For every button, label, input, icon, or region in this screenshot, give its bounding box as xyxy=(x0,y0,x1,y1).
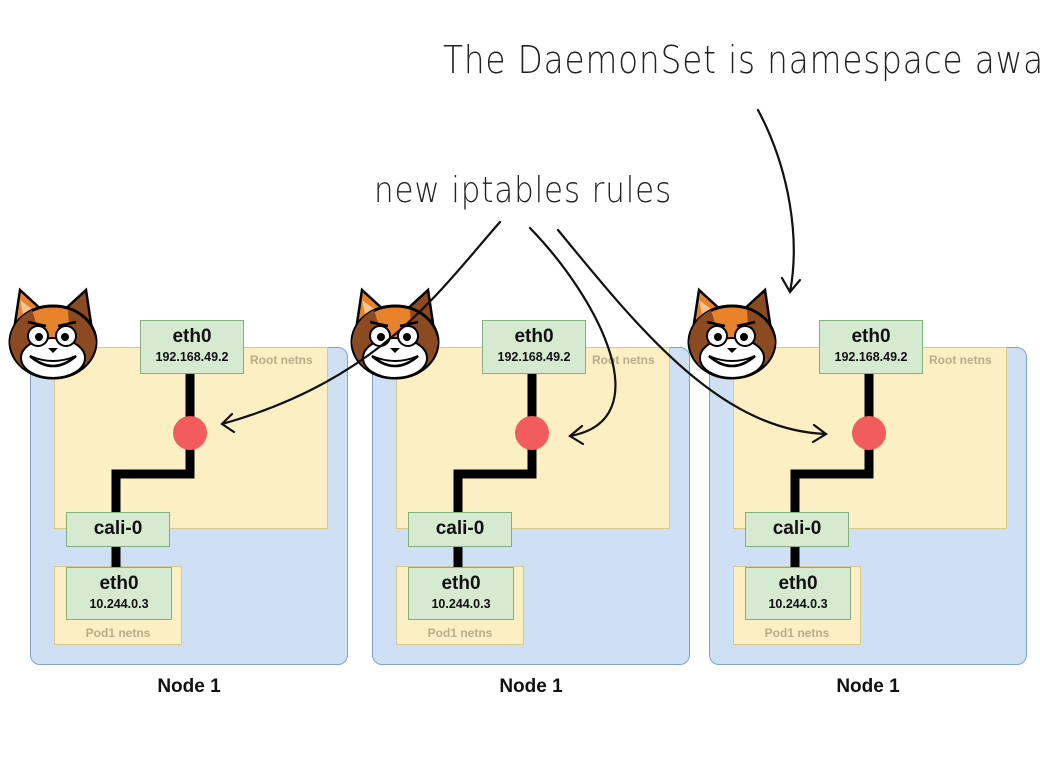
cali-veth-name: cali-0 xyxy=(93,518,143,539)
cali-veth: cali-0 xyxy=(745,512,849,547)
pod-netns-label: Pod1 netns xyxy=(764,626,830,640)
pod-eth0-ip: 10.244.0.3 xyxy=(431,597,491,611)
root-netns-label: Root netns xyxy=(592,353,655,367)
host-eth0: eth0 192.168.49.2 xyxy=(819,320,923,374)
pod-netns-label: Pod1 netns xyxy=(85,626,151,640)
cali-veth-name: cali-0 xyxy=(435,518,485,539)
pod-eth0: eth0 10.244.0.3 xyxy=(745,567,851,620)
host-eth0-name: eth0 xyxy=(172,326,212,347)
node-panel: Root netns Pod1 netns eth0 192.168.49.2 … xyxy=(350,0,712,700)
iptables-annotation: new iptables rules xyxy=(374,170,673,211)
host-eth0-name: eth0 xyxy=(851,326,891,347)
pod-netns-label: Pod1 netns xyxy=(427,626,493,640)
cali-veth-name: cali-0 xyxy=(772,518,822,539)
host-eth0: eth0 192.168.49.2 xyxy=(140,320,244,374)
host-eth0-ip: 192.168.49.2 xyxy=(834,350,908,364)
pod-eth0-name: eth0 xyxy=(441,573,481,594)
host-eth0-ip: 192.168.49.2 xyxy=(497,350,571,364)
node-title: Node 1 xyxy=(157,676,221,697)
pod-eth0-ip: 10.244.0.3 xyxy=(768,597,828,611)
node-title: Node 1 xyxy=(499,676,563,697)
host-eth0-name: eth0 xyxy=(514,326,554,347)
calico-cat-icon xyxy=(687,287,777,380)
cali-veth: cali-0 xyxy=(66,512,170,547)
calico-cat-icon xyxy=(8,287,98,380)
pod-eth0: eth0 10.244.0.3 xyxy=(408,567,514,620)
cali-veth: cali-0 xyxy=(408,512,512,547)
pod-eth0-name: eth0 xyxy=(778,573,818,594)
pod-eth0-name: eth0 xyxy=(99,573,139,594)
root-netns-label: Root netns xyxy=(250,353,313,367)
pod-eth0-ip: 10.244.0.3 xyxy=(89,597,149,611)
root-netns-label: Root netns xyxy=(929,353,992,367)
node-panel: Root netns Pod1 netns eth0 192.168.49.2 … xyxy=(687,0,1040,700)
node-title: Node 1 xyxy=(836,676,900,697)
calico-cat-icon xyxy=(350,287,440,380)
daemonset-annotation: The DaemonSet is namespace aware xyxy=(443,38,1040,82)
node-panel: Root netns Pod1 netns eth0 192.168.49.2 … xyxy=(8,0,370,700)
host-eth0: eth0 192.168.49.2 xyxy=(482,320,586,374)
pod-eth0: eth0 10.244.0.3 xyxy=(66,567,172,620)
host-eth0-ip: 192.168.49.2 xyxy=(155,350,229,364)
